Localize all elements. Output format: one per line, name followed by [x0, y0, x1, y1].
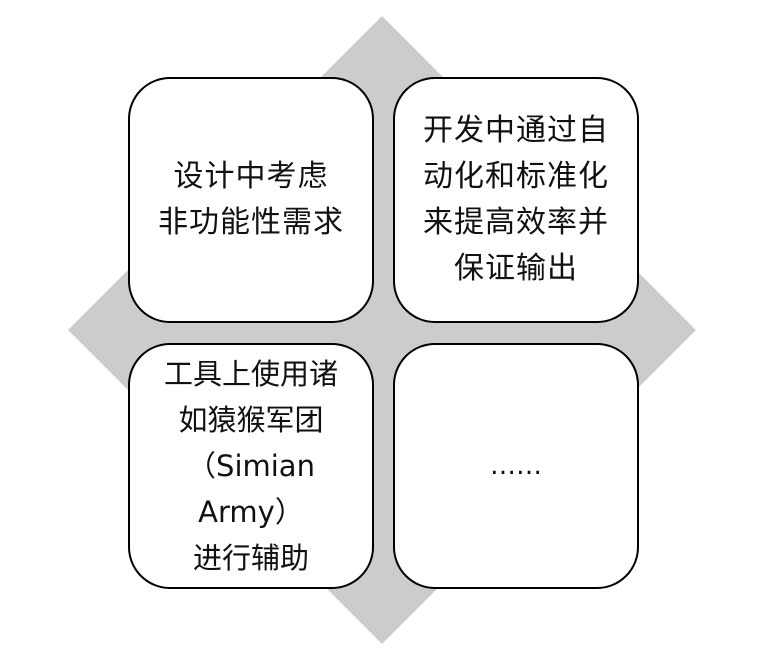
quadrant-bottom-right: …… — [393, 343, 639, 589]
quadrant-bottom-left-text: 工具上使用诸 如猿猴军团 （Simian Army） 进行辅助 — [163, 357, 338, 575]
quadrant-top-left: 设计中考虑 非功能性需求 — [128, 77, 374, 323]
quadrant-bottom-right-text: …… — [490, 451, 542, 481]
quadrant-top-left-text: 设计中考虑 非功能性需求 — [158, 159, 344, 240]
quadrant-top-right-text: 开发中通过自 动化和标准化 来提高效率并 保证输出 — [423, 113, 609, 286]
quadrant-top-right: 开发中通过自 动化和标准化 来提高效率并 保证输出 — [393, 77, 639, 323]
quadrant-bottom-left: 工具上使用诸 如猿猴军团 （Simian Army） 进行辅助 — [128, 343, 374, 589]
